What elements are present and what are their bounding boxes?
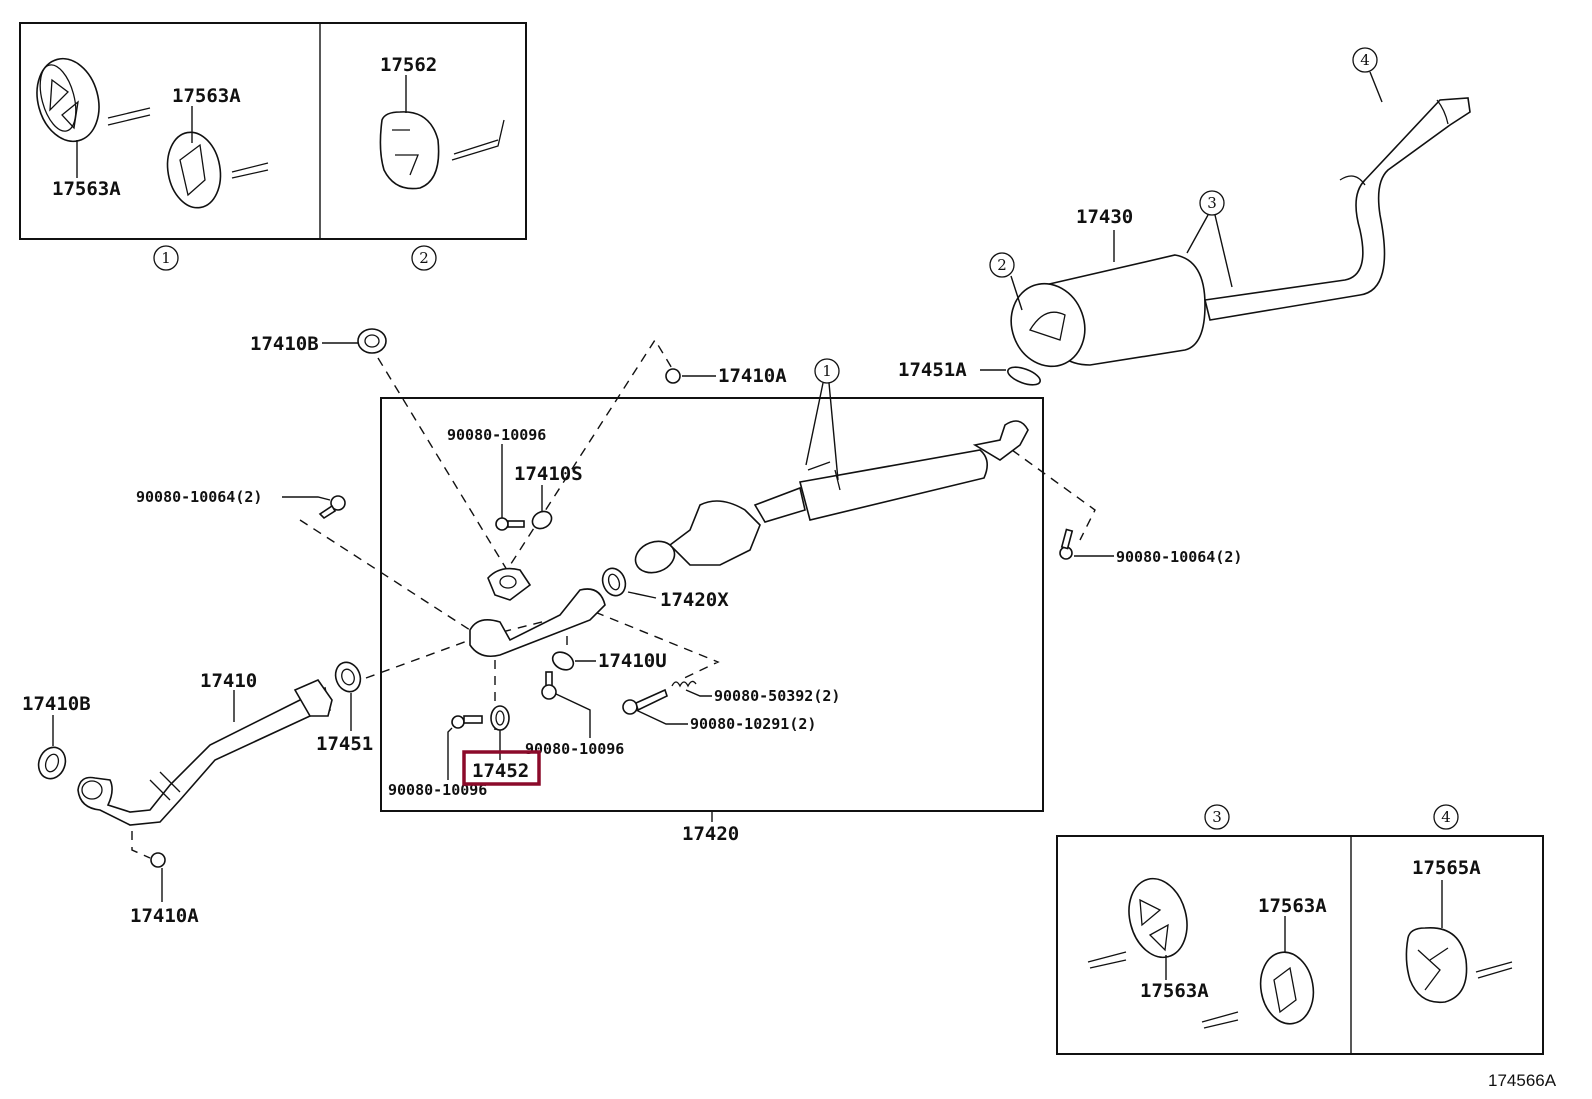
- gasket-17451A[interactable]: [1006, 364, 1043, 389]
- part-label[interactable]: 17563A: [172, 85, 241, 107]
- clamp-17452[interactable]: [490, 705, 510, 731]
- bolt-90080-10064[interactable]: [1059, 528, 1074, 560]
- part-label[interactable]: 17410A: [718, 365, 787, 387]
- leader-line: [627, 591, 657, 599]
- hanger-bracket: [451, 119, 505, 161]
- gasket-17410B[interactable]: [34, 744, 69, 783]
- hanger-pin: [1201, 1011, 1239, 1029]
- part-label[interactable]: 17563A: [1140, 980, 1209, 1002]
- svg-text:3: 3: [1207, 194, 1217, 212]
- part-label[interactable]: 17410B: [22, 693, 91, 715]
- spring-90080-50392[interactable]: [671, 680, 697, 688]
- part-label[interactable]: 90080-10291(2): [690, 715, 816, 733]
- part-label[interactable]: 17451A: [898, 359, 967, 381]
- nut-17410A[interactable]: [665, 368, 681, 384]
- svg-text:4: 4: [1441, 808, 1451, 826]
- part-label[interactable]: 17410: [200, 670, 257, 692]
- bolt-90080-10291[interactable]: [622, 688, 668, 715]
- bolt-90080-10096[interactable]: [495, 517, 525, 531]
- gasket-17451[interactable]: [332, 659, 365, 695]
- part-label[interactable]: 17563A: [1258, 895, 1327, 917]
- leader-line: [805, 382, 839, 481]
- rubber-hanger-17563A[interactable]: [162, 128, 226, 212]
- bolt-90080-10096[interactable]: [541, 671, 557, 700]
- clamp-17410U[interactable]: [549, 649, 576, 674]
- part-label[interactable]: 90080-10096: [525, 740, 624, 758]
- leader-line: [1369, 71, 1383, 103]
- svg-text:1: 1: [822, 362, 832, 380]
- rubber-hanger-17563A[interactable]: [1121, 872, 1196, 964]
- part-label[interactable]: 17420: [682, 823, 739, 845]
- part-label[interactable]: 17420X: [660, 589, 729, 611]
- highlight-box: [462, 750, 541, 786]
- hanger-pin: [231, 162, 269, 179]
- leader-line: [685, 689, 712, 697]
- part-label[interactable]: 90080-50392(2): [714, 687, 840, 705]
- callout-1[interactable]: 1: [153, 245, 179, 271]
- part-label[interactable]: 17410S: [514, 463, 583, 485]
- gasket-17420X[interactable]: [599, 565, 629, 599]
- inset-frame-top: [19, 22, 527, 240]
- leader-line: [1010, 275, 1023, 311]
- rubber-hanger-17565A[interactable]: [1405, 927, 1468, 1004]
- part-label-highlighted[interactable]: 17452: [472, 760, 529, 782]
- guide-line: [377, 338, 674, 572]
- gasket-17410B[interactable]: [357, 328, 387, 354]
- callout-2-muffler[interactable]: 2: [989, 252, 1015, 278]
- part-label[interactable]: 17451: [316, 733, 373, 755]
- part-label[interactable]: 17410A: [130, 905, 199, 927]
- part-label[interactable]: 17410U: [598, 650, 667, 672]
- callout-3[interactable]: 3: [1204, 804, 1230, 830]
- clamp-17410S[interactable]: [529, 508, 554, 532]
- leader-line: [1186, 214, 1233, 288]
- leader-line: [282, 496, 331, 501]
- svg-text:4: 4: [1360, 51, 1370, 69]
- guide-line: [1011, 449, 1096, 541]
- nut-17410A[interactable]: [150, 852, 166, 868]
- leader-line: [447, 727, 453, 780]
- tail-section: 17430 2 3 4 17451A: [898, 47, 1471, 389]
- callout-4[interactable]: 4: [1433, 804, 1459, 830]
- bolt-90080-10096[interactable]: [451, 715, 483, 729]
- front-parts: 17410B 17410A 90080-10064(2) 90080-10064…: [22, 328, 1242, 927]
- rubber-hanger-17563A[interactable]: [28, 52, 108, 149]
- svg-text:3: 3: [1212, 808, 1222, 826]
- hanger-pin: [1475, 961, 1513, 979]
- hanger-pin: [1087, 951, 1127, 969]
- front-pipe-17410[interactable]: [77, 679, 333, 826]
- inset-box-3-4: 3 4 17563A 17563A 17565A: [1056, 804, 1544, 1055]
- rubber-hanger-17563A[interactable]: [1255, 948, 1319, 1028]
- part-label[interactable]: 90080-10096: [447, 426, 546, 444]
- part-label[interactable]: 17410B: [250, 333, 319, 355]
- front-pipe-junction[interactable]: [469, 567, 606, 658]
- part-label[interactable]: 90080-10064(2): [136, 488, 262, 506]
- bolt-90080-10064[interactable]: [318, 495, 346, 520]
- callout-1-converter[interactable]: 1: [814, 358, 840, 384]
- part-label[interactable]: 90080-10064(2): [1116, 548, 1242, 566]
- part-label[interactable]: 17430: [1076, 206, 1133, 228]
- part-label[interactable]: 17563A: [52, 178, 121, 200]
- guide-line: [131, 815, 151, 859]
- part-label[interactable]: 17565A: [1412, 857, 1481, 879]
- part-label[interactable]: 17562: [380, 54, 437, 76]
- assembly-17420: 17420 1: [131, 338, 1096, 859]
- svg-text:2: 2: [419, 249, 429, 267]
- callout-2[interactable]: 2: [411, 245, 437, 271]
- svg-text:2: 2: [997, 256, 1007, 274]
- inset-box-1-2: 17563A 17563A 17562 1 2: [19, 22, 527, 271]
- hanger-pin: [107, 107, 151, 126]
- callout-4-tailpipe[interactable]: 4: [1352, 47, 1378, 73]
- svg-text:1: 1: [161, 249, 171, 267]
- callout-3-muffler[interactable]: 3: [1199, 190, 1225, 216]
- leader-line: [555, 693, 591, 738]
- inset-frame-bottom: [1056, 835, 1544, 1055]
- rubber-hanger-17562[interactable]: [379, 111, 440, 190]
- muffler-17430[interactable]: [1000, 97, 1471, 377]
- diagram-reference-code: 174566A: [1488, 1071, 1557, 1090]
- leader-line: [635, 709, 688, 725]
- catalytic-converter-pipe[interactable]: [631, 420, 1029, 578]
- guide-line: [299, 519, 720, 681]
